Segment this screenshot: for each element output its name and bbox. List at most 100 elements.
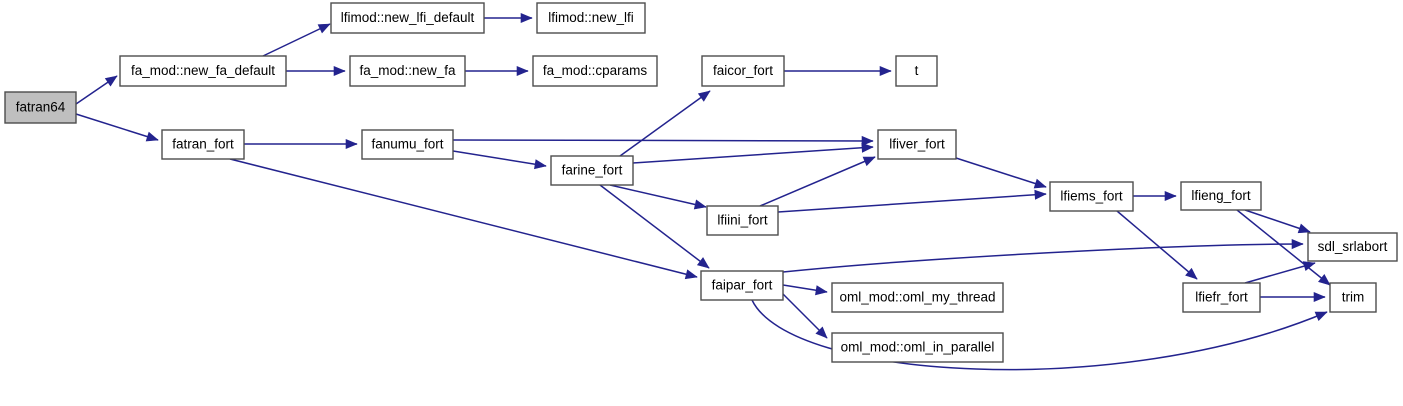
node-new_lfi_default[interactable]: lfimod::new_lfi_default [330,2,485,34]
edge-line [1244,209,1311,233]
edge-line [782,243,1304,273]
edge-line [262,23,331,57]
arrowhead-icon [684,269,698,280]
edge-line [777,193,1047,213]
node-box[interactable] [701,55,785,87]
node-lfiini_fort[interactable]: lfiini_fort [706,205,779,236]
node-fanumu_fort[interactable]: fanumu_fort [361,129,454,160]
arrowhead-icon [1313,291,1326,303]
node-farine_fort[interactable]: farine_fort [550,155,634,186]
node-box[interactable] [877,129,957,160]
node-label: lfimod::new_lfi [548,10,634,25]
node-faicor_fort[interactable]: faicor_fort [701,55,785,87]
arrowhead-icon [516,65,529,77]
edge-line [619,90,711,157]
node-label: lfiefr_fort [1195,290,1248,305]
node-box[interactable] [1182,282,1261,313]
node-trim[interactable]: trim [1329,282,1377,313]
node-box[interactable] [349,55,466,87]
node-box[interactable] [895,55,938,87]
edge-layer [75,12,1331,371]
edge-faipar_fort-to-oml_in_parallel [782,293,828,339]
edge-fatran_fort-to-fanumu_fort [244,138,358,150]
node-box[interactable] [706,205,779,236]
node-box[interactable] [536,2,646,34]
arrowhead-icon [1034,189,1047,200]
node-box[interactable] [1307,232,1398,262]
edge-fatran64-to-new_fa_default [75,75,118,105]
node-box[interactable] [831,332,1004,363]
node-oml_my_thread[interactable]: oml_mod::oml_my_thread [831,282,1004,313]
arrowhead-icon [1297,223,1311,234]
edge-line [1116,210,1198,280]
node-label: fa_mod::new_fa_default [131,63,275,78]
arrowhead-icon [696,257,710,269]
edge-farine_fort-to-faipar_fort [599,184,710,269]
edge-line [751,299,1328,371]
arrowhead-icon [104,75,118,87]
edge-new_fa_default-to-new_fa [286,65,346,77]
arrowhead-icon [345,138,358,150]
node-lfieng_fort[interactable]: lfieng_fort [1180,181,1262,211]
node-box[interactable] [161,129,245,160]
node-new_fa[interactable]: fa_mod::new_fa [349,55,466,87]
node-label: faipar_fort [712,278,773,293]
node-box[interactable] [4,91,77,124]
node-faipar_fort[interactable]: faipar_fort [700,270,784,301]
node-oml_in_parallel[interactable]: oml_mod::oml_in_parallel [831,332,1004,363]
node-lfiems_fort[interactable]: lfiems_fort [1049,181,1134,212]
node-label: fanumu_fort [371,137,443,152]
node-box[interactable] [1329,282,1377,313]
node-label: fatran_fort [172,137,234,152]
node-box[interactable] [330,2,485,34]
edge-new_fa_default-to-new_lfi_default [262,23,331,57]
edge-line [75,113,159,141]
node-new_fa_default[interactable]: fa_mod::new_fa_default [119,55,287,87]
node-new_lfi[interactable]: lfimod::new_lfi [536,2,646,34]
edge-fatran64-to-fatran_fort [75,113,159,142]
node-t[interactable]: t [895,55,938,87]
node-label: lfiini_fort [717,213,768,228]
arrowhead-icon [317,23,331,34]
node-box[interactable] [361,129,454,160]
edge-fanumu_fort-to-farine_fort [452,150,547,170]
edge-farine_fort-to-lfiini_fort [609,184,707,210]
edge-lfieng_fort-to-sdl_srlabort [1244,209,1311,234]
node-box[interactable] [831,282,1004,313]
arrowhead-icon [534,159,547,170]
arrowhead-icon [879,65,892,77]
edge-lfiini_fort-to-lfiems_fort [777,189,1047,213]
arrowhead-icon [520,12,533,24]
node-lfiver_fort[interactable]: lfiver_fort [877,129,957,160]
edge-new_lfi_default-to-new_lfi [484,12,533,24]
node-label: lfimod::new_lfi_default [341,10,475,25]
arrowhead-icon [861,142,874,153]
edge-lfiems_fort-to-lfieng_fort [1133,190,1177,202]
node-label: oml_mod::oml_my_thread [839,290,995,305]
node-box[interactable] [1180,181,1262,211]
edge-line [1236,209,1331,286]
node-sdl_srlabort[interactable]: sdl_srlabort [1307,232,1398,262]
node-box[interactable] [532,55,658,87]
edge-lfiefr_fort-to-trim [1260,291,1326,303]
arrowhead-icon [1291,238,1304,250]
edge-faipar_fort-to-trim [751,299,1328,371]
node-box[interactable] [700,270,784,301]
node-cparams[interactable]: fa_mod::cparams [532,55,658,87]
arrowhead-icon [815,326,828,339]
node-lfiefr_fort[interactable]: lfiefr_fort [1182,282,1261,313]
edge-line [452,139,874,142]
edge-fanumu_fort-to-lfiver_fort [452,135,874,147]
node-box[interactable] [119,55,287,87]
arrowhead-icon [1302,261,1316,271]
node-fatran64[interactable]: fatran64 [4,91,77,124]
arrowhead-icon [815,285,828,296]
arrowhead-icon [1033,178,1047,189]
node-box[interactable] [550,155,634,186]
node-label: fa_mod::new_fa [359,63,456,78]
node-fatran_fort[interactable]: fatran_fort [161,129,245,160]
node-box[interactable] [1049,181,1134,212]
edge-line [229,158,698,278]
arrowhead-icon [145,131,159,142]
